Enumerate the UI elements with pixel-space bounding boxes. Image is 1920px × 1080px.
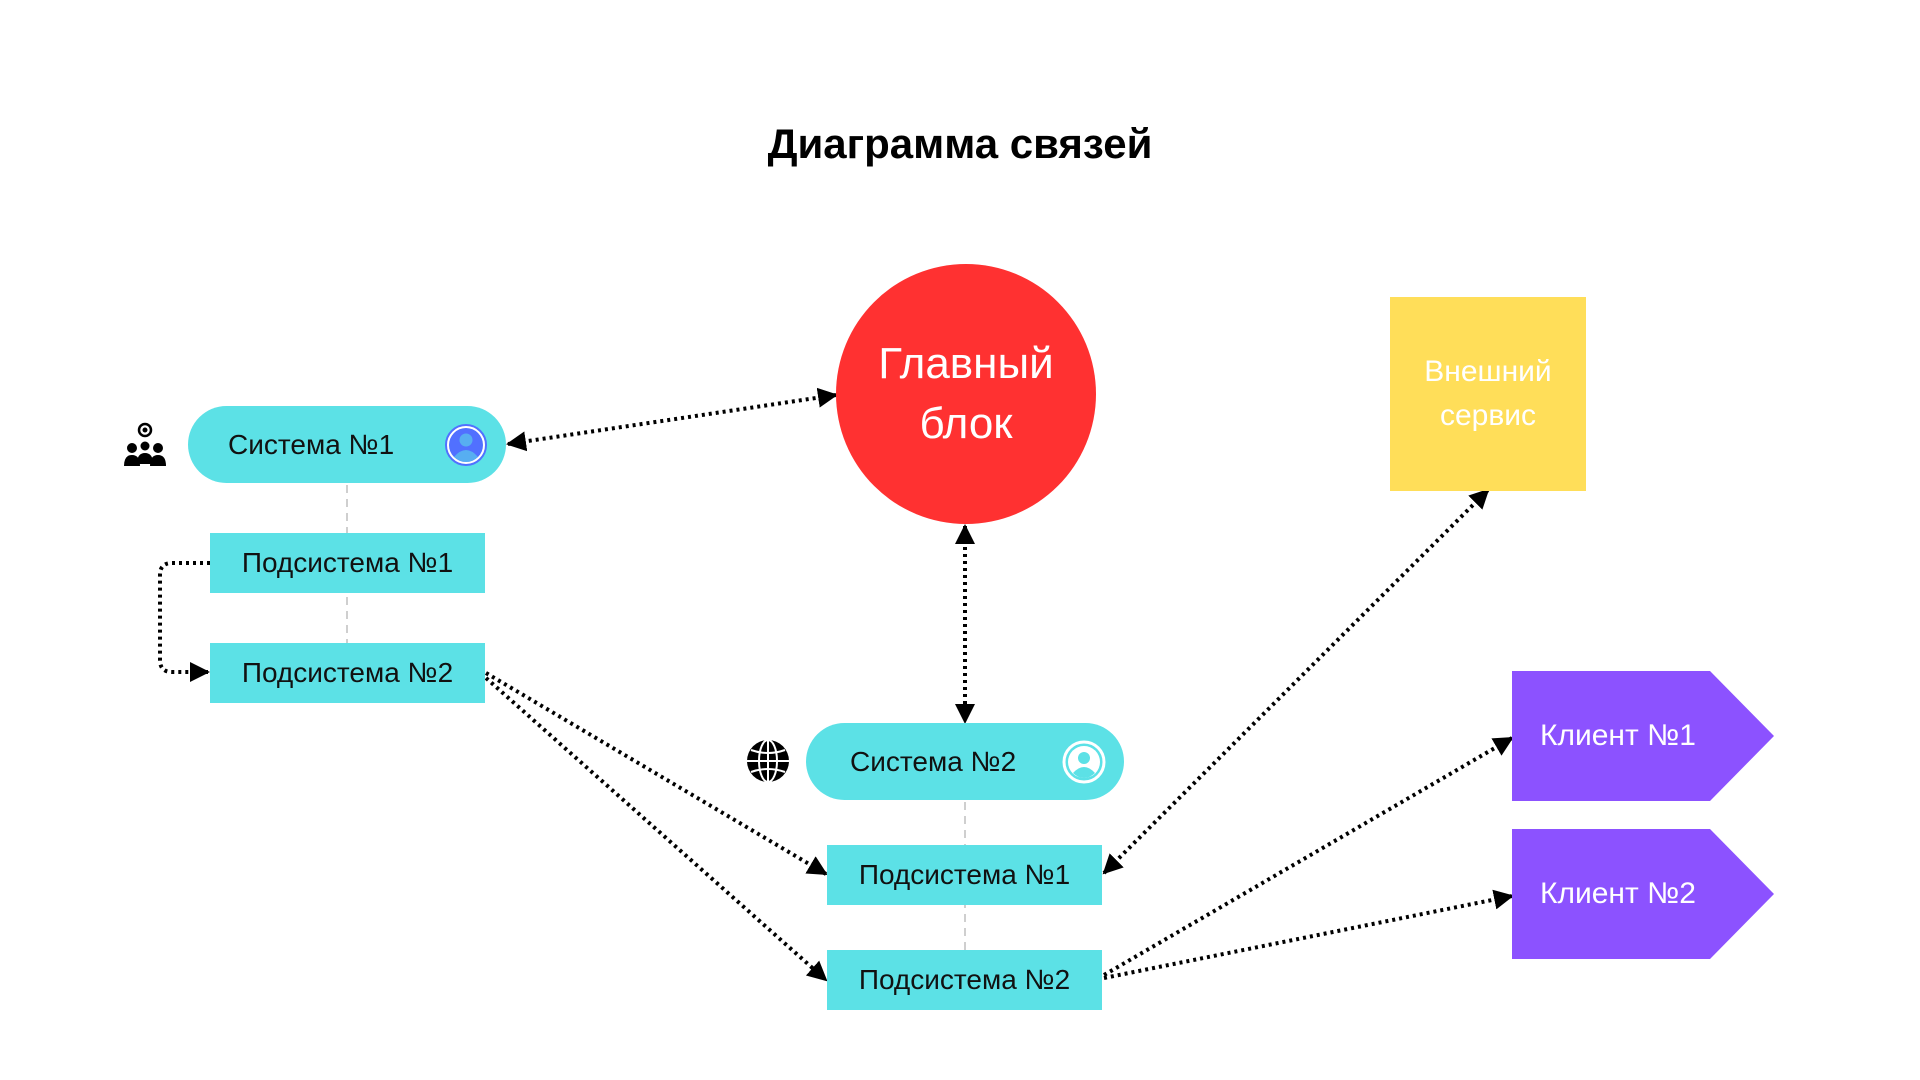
connector-s1sub2-s2sub1 xyxy=(484,671,828,876)
user-avatar-icon xyxy=(1062,740,1106,784)
client2-shape xyxy=(1512,829,1774,959)
client1-label: Клиент №1 xyxy=(1540,719,1696,752)
globe-icon xyxy=(745,738,791,784)
connector-system1-main xyxy=(506,387,838,452)
client2-node[interactable]: Клиент №2 xyxy=(1512,829,1774,959)
system2-subsystem2-node[interactable]: Подсистема №2 xyxy=(827,950,1102,1010)
connector-s1sub1-s1sub2 xyxy=(158,561,210,682)
external-service-label-line2: сервис xyxy=(1439,399,1537,432)
main-block-node[interactable]: Главный блок xyxy=(836,264,1096,524)
main-block-label-line2: блок xyxy=(919,399,1013,448)
connector-s2sub2-client1 xyxy=(1102,736,1514,977)
user-avatar-icon xyxy=(444,423,488,467)
client2-label: Клиент №2 xyxy=(1540,877,1696,910)
system1-node[interactable]: Система №1 xyxy=(188,406,506,483)
external-service-node[interactable]: Внешний сервис xyxy=(1390,297,1586,491)
system2-node[interactable]: Система №2 xyxy=(806,723,1124,800)
client1-node[interactable]: Клиент №1 xyxy=(1512,671,1774,801)
connector-s1sub2-s2sub2 xyxy=(484,676,828,982)
team-icon xyxy=(122,422,168,468)
system2-label: Система №2 xyxy=(850,745,1017,777)
connector-s2sub2-client2 xyxy=(1103,889,1514,980)
system1-label: Система №1 xyxy=(228,428,395,460)
system1-subsystem2-node[interactable]: Подсистема №2 xyxy=(210,643,485,703)
main-block-label-line1: Главный xyxy=(878,339,1054,388)
diagram-title: Диаграмма связей xyxy=(767,120,1153,167)
system2-subsystem1-node[interactable]: Подсистема №1 xyxy=(827,845,1102,905)
system1-subsystem1-node[interactable]: Подсистема №1 xyxy=(210,533,485,593)
external-service-label-line1: Внешний xyxy=(1424,355,1552,388)
connector-s2sub1-external xyxy=(1102,488,1490,875)
client1-shape xyxy=(1512,671,1774,801)
